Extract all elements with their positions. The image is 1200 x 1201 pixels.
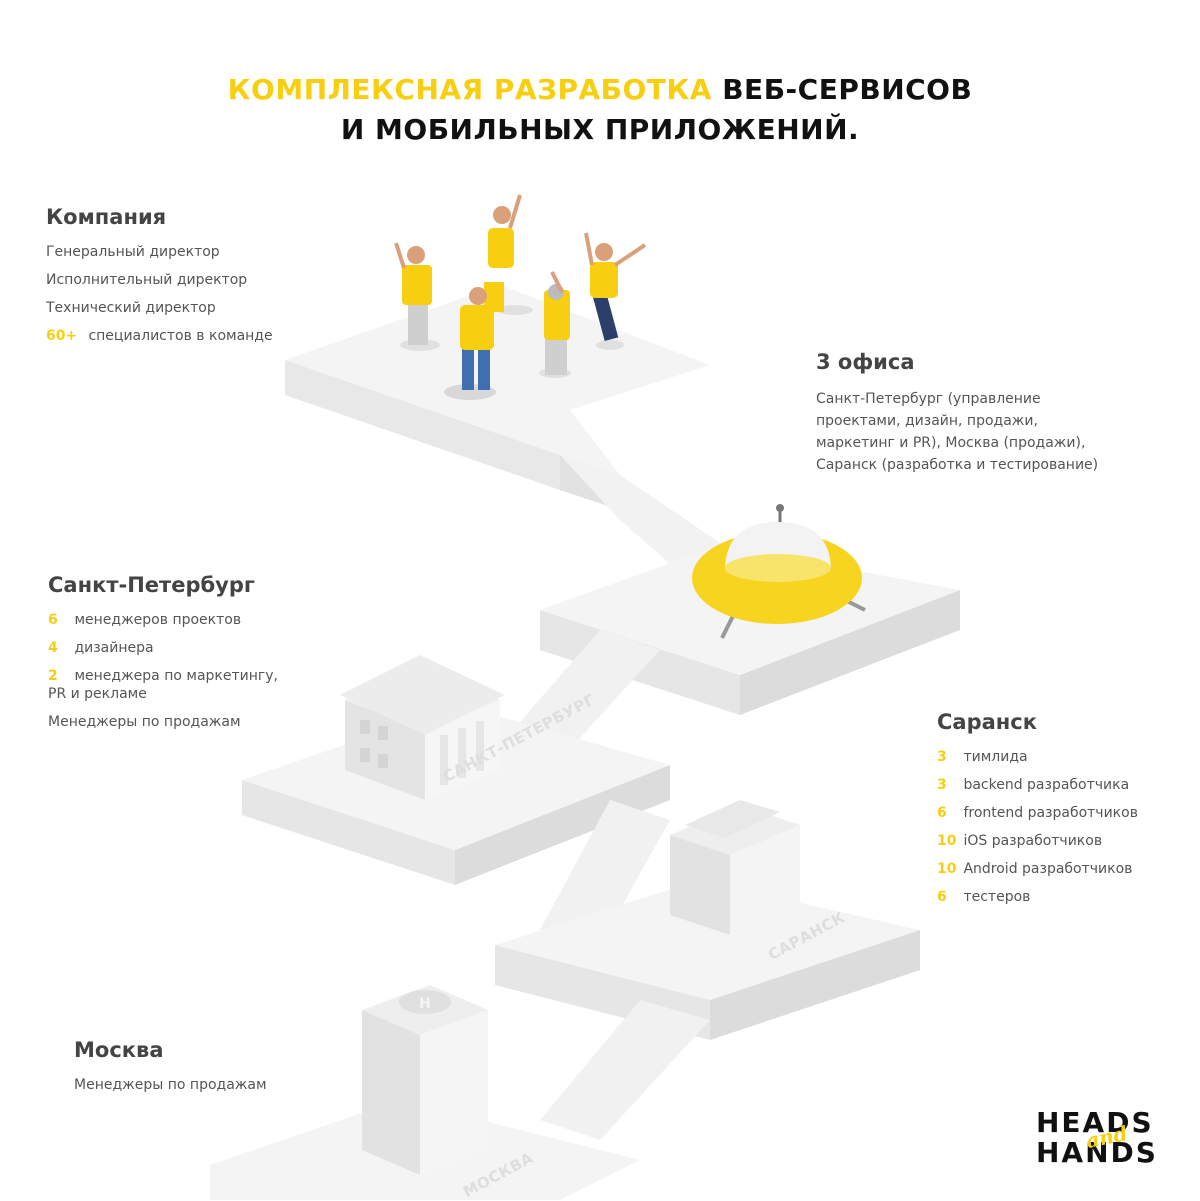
item-label: frontend разработчиков — [963, 805, 1138, 821]
moscow-title: Москва — [74, 1038, 164, 1062]
spb-title: Санкт-Петербург — [48, 573, 255, 597]
item-label: менеджеров проектов — [74, 612, 242, 628]
ufo-icon — [692, 504, 866, 639]
logo-hands: HANDS — [1036, 1136, 1158, 1169]
list-item: 10 Android разработчиков — [937, 860, 1172, 878]
item-count: 3 — [937, 749, 947, 765]
spb-block: Санкт-Петербург 6 менеджеров проектов 4 … — [48, 573, 293, 741]
saransk-title: Саранск — [937, 710, 1037, 734]
title-dark-1: ВЕБ-СЕРВИСОВ — [722, 73, 973, 106]
list-item: 2 менеджера по маркетингу, PR и рекламе — [48, 667, 293, 703]
company-title: Компания — [46, 205, 167, 229]
item-label: тимлида — [963, 749, 1028, 765]
company-role: Генеральный директор — [46, 244, 220, 260]
saransk-building — [670, 800, 800, 935]
offices-title: 3 офиса — [816, 350, 915, 374]
offices-text: Санкт-Петербург (управление проектами, д… — [816, 391, 1099, 473]
svg-text:H: H — [419, 996, 431, 1012]
page-title: КОМПЛЕКСНАЯ РАЗРАБОТКА ВЕБ-СЕРВИСОВ И МО… — [0, 70, 1200, 150]
item-label: дизайнера — [74, 640, 154, 656]
item-count: 4 — [48, 640, 58, 656]
item-label: iOS разработчиков — [963, 833, 1103, 849]
item-count: 3 — [937, 777, 947, 793]
item-count: 6 — [937, 889, 947, 905]
saransk-block: Саранск 3 тимлида 3 backend разработчика… — [937, 710, 1172, 916]
item-count: 6 — [48, 612, 58, 628]
moscow-building: H — [362, 985, 488, 1175]
team-count: 60+ — [46, 328, 78, 344]
company-role: Технический директор — [46, 300, 216, 316]
logo: HEADS HANDS and — [1036, 1108, 1176, 1168]
list-item: 10 iOS разработчиков — [937, 832, 1172, 850]
item-count: 10 — [937, 861, 957, 877]
item-label: backend разработчика — [963, 777, 1130, 793]
company-block: Компания Генеральный директор Исполнител… — [46, 205, 346, 355]
item-label: тестеров — [963, 889, 1031, 905]
spb-building — [340, 655, 505, 800]
spb-extra: Менеджеры по продажам — [48, 714, 241, 730]
offices-block: 3 офиса Санкт-Петербург (управление прое… — [816, 350, 1121, 476]
company-role: Исполнительный директор — [46, 272, 248, 288]
item-count: 2 — [48, 668, 58, 684]
logo-heads: HEADS — [1036, 1106, 1154, 1139]
list-item: 3 тимлида — [937, 748, 1172, 766]
team-people — [394, 194, 647, 400]
item-count: 6 — [937, 805, 947, 821]
list-item: 3 backend разработчика — [937, 776, 1172, 794]
list-item: 4 дизайнера — [48, 639, 293, 657]
title-accent: КОМПЛЕКСНАЯ РАЗРАБОТКА — [227, 73, 712, 106]
list-item: 6 тестеров — [937, 888, 1172, 906]
team-label: специалистов в команде — [88, 328, 273, 344]
list-item: 6 менеджеров проектов — [48, 611, 293, 629]
moscow-block: Москва Менеджеры по продажам — [74, 1038, 314, 1104]
item-label: Android разработчиков — [963, 861, 1133, 877]
list-item: 6 frontend разработчиков — [937, 804, 1172, 822]
item-count: 10 — [937, 833, 957, 849]
company-team: 60+ специалистов в команде — [46, 327, 346, 345]
moscow-extra: Менеджеры по продажам — [74, 1077, 267, 1093]
item-label: менеджера по маркетингу, PR и рекламе — [48, 668, 278, 702]
title-dark-2: И МОБИЛЬНЫХ ПРИЛОЖЕНИЙ. — [340, 113, 860, 146]
